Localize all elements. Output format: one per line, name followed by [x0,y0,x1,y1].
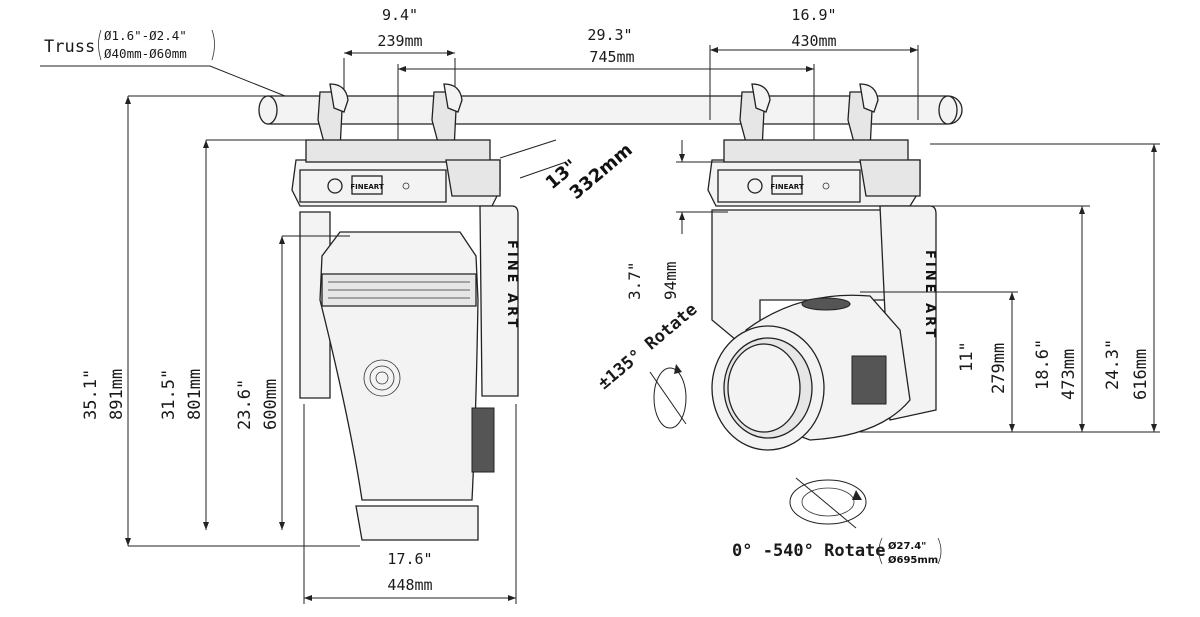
dim-600-mm: 600mm [261,379,281,430]
side-bracket: FINEART [707,139,921,207]
dim-430mm: 16.9" 430mm [709,6,919,120]
front-bracket-brand: FINEART [350,183,384,191]
truss-imperial: Ø1.6"-Ø2.4" [104,28,187,43]
tilt-indicator: ±135° Rotate [594,300,701,429]
tilt-label: ±135° Rotate [594,300,701,394]
dim-94-mm: 94mm [661,261,680,300]
dim-600-in: 23.6" [235,379,255,430]
pan-indicator: 0° -540° Rotate Ø27.4" Ø695mm [732,477,942,566]
side-head [711,294,911,451]
dim-448mm: 17.6" 448mm [303,404,517,604]
dim-279-mm: 279mm [989,343,1009,394]
dim-430-mm: 430mm [791,32,836,50]
dim-94-in: 3.7" [625,261,644,300]
dim-430-in: 16.9" [791,6,836,24]
dim-448-in: 17.6" [387,550,432,568]
dim-279-in: 11" [957,341,977,372]
dim-616-in: 24.3" [1103,339,1123,390]
front-bracket: FINEART [291,139,501,207]
dim-891-in: 35.1" [81,369,101,420]
dim-891-mm: 891mm [107,369,127,420]
front-arm-text: FINE ART [504,240,519,330]
dim-801-in: 31.5" [159,369,179,420]
dim-239-mm: 239mm [377,32,422,50]
truss-label: Truss Ø1.6"-Ø2.4" Ø40mm-Ø60mm [40,28,286,97]
dim-616mm: 24.3" 616mm [930,143,1160,433]
truss-title: Truss [44,37,95,57]
dim-239-in: 9.4" [382,6,418,24]
pan-swing-in: Ø27.4" [888,540,926,552]
dim-600mm: 23.6" 600mm [235,235,350,530]
front-head [319,231,495,541]
dim-473-mm: 473mm [1059,349,1079,400]
dim-94mm: 3.7" 94mm [625,140,728,300]
side-bracket-brand: FINEART [770,183,804,191]
dim-473mm: 18.6" 473mm [910,205,1090,433]
dim-616-mm: 616mm [1131,349,1151,400]
pan-swing-mm: Ø695mm [888,554,938,566]
dim-332mm: 13" 332mm [499,139,637,204]
side-clamps [739,83,879,151]
dim-801-mm: 801mm [185,369,205,420]
pan-label: 0° -540° Rotate [732,541,886,561]
side-arm-text: FINE ART [922,250,937,340]
truss-metric: Ø40mm-Ø60mm [104,46,187,61]
dim-745mm: 29.3" 745mm [397,26,815,150]
dim-745-mm: 745mm [589,48,634,66]
front-yoke: FINE ART [299,205,519,399]
dim-745-in: 29.3" [587,26,632,44]
dim-801mm: 31.5" 801mm [159,139,306,530]
dim-891mm: 35.1" 891mm [81,95,360,547]
dim-448-mm: 448mm [387,576,432,594]
dim-473-in: 18.6" [1033,339,1053,390]
dim-239mm: 9.4" 239mm [343,6,456,104]
